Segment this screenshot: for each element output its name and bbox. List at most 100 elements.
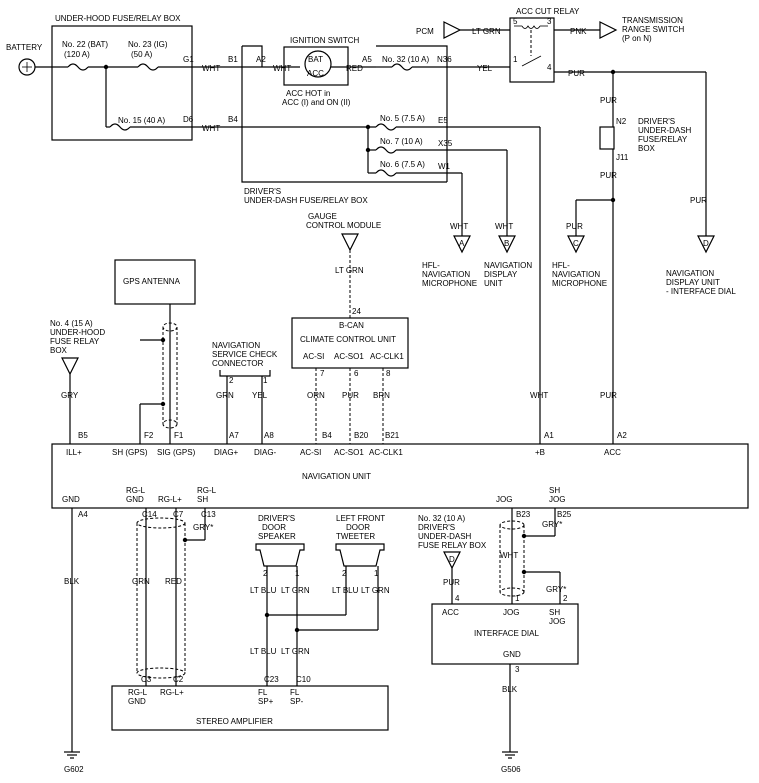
- nav-pin-b20: B20: [354, 431, 369, 440]
- wire-yel-diag: YEL: [252, 391, 268, 400]
- wire-wht-nav: WHT: [530, 391, 548, 400]
- relay-pin-1: 1: [513, 55, 518, 64]
- nav-rglgnd-2: GND: [126, 495, 144, 504]
- amp-flsp-1: FL: [258, 688, 268, 697]
- dash-box2-label-4: BOX: [638, 144, 656, 153]
- acc-cut-relay: [509, 17, 555, 83]
- dash-fuse-box-outline: [241, 45, 448, 183]
- trans-switch-arrow: [599, 21, 618, 39]
- nd2-2: DISPLAY UNIT: [666, 278, 720, 287]
- ground-g506-icon: [502, 751, 518, 759]
- wire-pur-2: PUR: [600, 96, 617, 105]
- wire-gry-star-3: GRY*: [546, 585, 566, 594]
- stereo-amplifier: [111, 685, 389, 731]
- driver-speaker-icon: [255, 543, 305, 567]
- interface-dial: [431, 603, 579, 665]
- hfl2-1: HFL-: [552, 261, 570, 270]
- amp-pin-c3: C3: [141, 675, 152, 684]
- climate-acso1: AC-SO1: [334, 352, 364, 361]
- amp-pin-c10: C10: [296, 675, 311, 684]
- dial-fuse-4: FUSE RELAY BOX: [418, 541, 487, 550]
- gauge-label-1: GAUGE: [308, 212, 337, 221]
- nav-check-pin-1: 1: [263, 376, 268, 385]
- wire-red: RED: [346, 64, 363, 73]
- nav-pin-c13: C13: [201, 510, 216, 519]
- climate-acclk1: AC-CLK1: [370, 352, 404, 361]
- wire-grn-diag: GRN: [216, 391, 234, 400]
- amp-rglp: RG-L+: [160, 688, 184, 697]
- underhood-fuse-box: [51, 25, 193, 141]
- dash-box2-label-3: FUSE/RELAY: [638, 135, 688, 144]
- fuse-5-label: No. 5 (7.5 A): [380, 114, 425, 123]
- fuse4-line2: UNDER-HOOD: [50, 328, 105, 337]
- lf-tw-3: TWEETER: [336, 532, 375, 541]
- wire-wht-dial: WHT: [500, 551, 518, 560]
- connector-a-icon: [453, 235, 471, 254]
- ign-note-1: ACC HOT in: [286, 89, 330, 98]
- trans-label-2: RANGE SWITCH: [622, 25, 684, 34]
- underhood-fuse-box-title: UNDER-HOOD FUSE/RELAY BOX: [55, 14, 181, 23]
- fuse-22-icon: [67, 63, 89, 71]
- pin-x35: X35: [438, 139, 453, 148]
- fuse4-line4: BOX: [50, 346, 68, 355]
- amp-flsm-2: SP-: [290, 697, 304, 706]
- pin-g1: G1: [183, 55, 194, 64]
- fuse-7-icon: [375, 146, 397, 154]
- relay-pin-5: 5: [513, 17, 518, 26]
- ign-acc-label: ACC: [307, 69, 324, 78]
- navigation-unit: [51, 443, 749, 509]
- nd2-3: - INTERFACE DIAL: [666, 287, 736, 296]
- climate-pin-6: 6: [354, 369, 359, 378]
- connector-d-icon: [697, 235, 715, 254]
- hfl-mic-3: MICROPHONE: [422, 279, 477, 288]
- dial-pin-1: 1: [515, 594, 520, 603]
- dial-pin-3: 3: [515, 665, 520, 674]
- dial-fuse-1: No. 32 (10 A): [418, 514, 465, 523]
- gauge-arrow-icon: [341, 233, 359, 252]
- fuse-23-icon: [137, 63, 159, 71]
- dial-fuse-3: UNDER-DASH: [418, 532, 472, 541]
- nav-pin-b23: B23: [516, 510, 531, 519]
- nav-siggps: SIG (GPS): [157, 448, 196, 457]
- amp-title: STEREO AMPLIFIER: [196, 717, 273, 726]
- trans-label-3: (P on N): [622, 34, 652, 43]
- nav-shjog-1: SH: [549, 486, 560, 495]
- wire-orn: ORN: [307, 391, 325, 400]
- wire-pur-1: PUR: [568, 69, 585, 78]
- wire-blk-1: BLK: [64, 577, 80, 586]
- dash-fuse-box-2: [599, 126, 615, 150]
- fuse-15-label: No. 15 (40 A): [118, 116, 165, 125]
- amp-shield-bottom: [136, 667, 186, 679]
- nav-rglgnd-1: RG-L: [126, 486, 146, 495]
- pin-n36: N36: [437, 55, 452, 64]
- lf-tw-1: LEFT FRONT: [336, 514, 385, 523]
- dash-box-label-2: UNDER-DASH FUSE/RELAY BOX: [244, 196, 368, 205]
- nav-ill: ILL+: [66, 448, 82, 457]
- nav-pin-b5: B5: [78, 431, 88, 440]
- dial-connector-d: D: [449, 555, 455, 564]
- fuse-32-label: No. 32 (10 A): [382, 55, 429, 64]
- amp-flsm-1: FL: [290, 688, 300, 697]
- amp-shield-top: [136, 517, 186, 529]
- wire-wht-3: WHT: [273, 64, 291, 73]
- relay-coil-icon: [521, 25, 541, 29]
- dial-pin-4: 4: [455, 594, 460, 603]
- wire-lt-blu-2: LT BLU: [332, 586, 359, 595]
- nav-unit-title: NAVIGATION UNIT: [302, 472, 371, 481]
- fuse4-line3: FUSE RELAY: [50, 337, 100, 346]
- nav-check-connector: [219, 370, 271, 377]
- ign-note-2: ACC (I) and ON (II): [282, 98, 351, 107]
- wire-lt-blu-3: LT BLU: [250, 647, 277, 656]
- wire-blk-2: BLK: [502, 685, 518, 694]
- wire-lt-blu-1: LT BLU: [250, 586, 277, 595]
- fuse-22-amp: (120 A): [64, 50, 90, 59]
- nav-gnd: GND: [62, 495, 80, 504]
- nav-diagp: DIAG+: [214, 448, 239, 457]
- dial-shjog-1: SH: [549, 608, 560, 617]
- wire-lt-grn-1: LT GRN: [281, 586, 310, 595]
- wire-lt-grn-3: LT GRN: [281, 647, 310, 656]
- fuse-23-label: No. 23 (IG): [128, 40, 168, 49]
- nav-pin-a2: A2: [617, 431, 627, 440]
- wire-wht-1: WHT: [202, 64, 220, 73]
